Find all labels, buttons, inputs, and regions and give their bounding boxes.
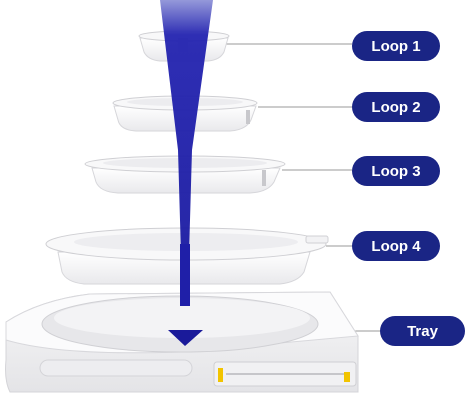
tray-label: Tray (380, 316, 465, 346)
tray-slider-marker (218, 368, 223, 382)
arrow-down-icon (168, 330, 203, 346)
insertion-beam (160, 0, 213, 306)
loop1-label: Loop 1 (352, 31, 440, 61)
loop4-label: Loop 4 (352, 231, 440, 261)
loop3-label: Loop 3 (352, 156, 440, 186)
loop2-label: Loop 2 (352, 92, 440, 122)
